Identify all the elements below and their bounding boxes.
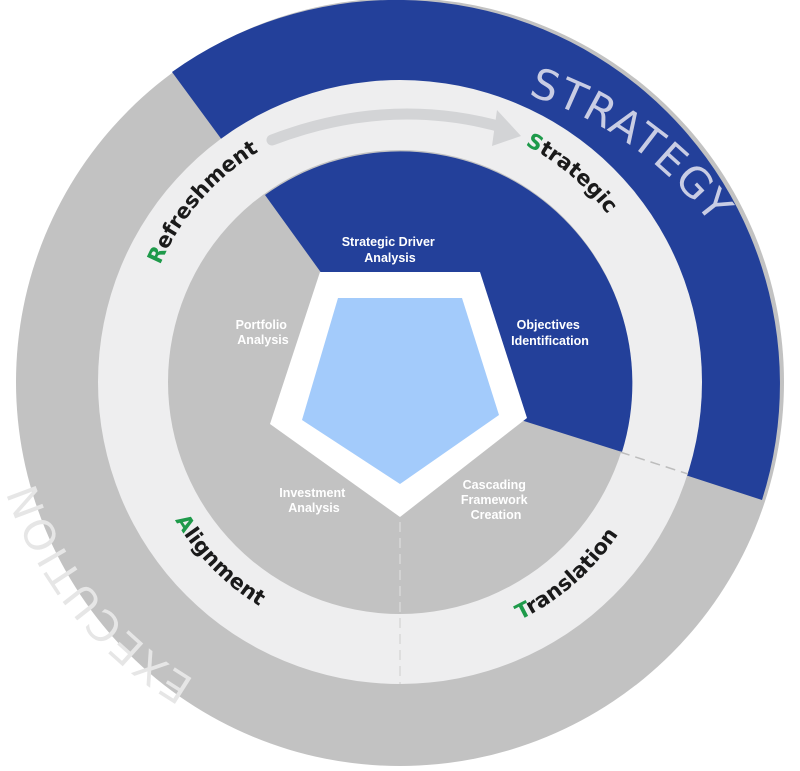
segment-strategic-driver-line1: Strategic Driver xyxy=(342,235,435,249)
segment-strategic-driver-line2: Analysis xyxy=(364,251,415,265)
segment-strategic-driver-analysis: Strategic Driver Analysis xyxy=(342,235,439,265)
segment-portfolio-line1: Portfolio xyxy=(236,318,288,332)
segment-objectives-line1: Objectives xyxy=(517,318,580,332)
segment-portfolio-analysis: Portfolio Analysis xyxy=(236,318,291,347)
cycle-arrow-head xyxy=(492,110,521,146)
segment-objectives-line2: Identification xyxy=(511,334,589,348)
segment-objectives-identification: Objectives Identification xyxy=(511,318,589,348)
divider-dashed-right xyxy=(619,451,689,475)
segment-cascading-line3: Creation xyxy=(471,508,522,522)
cycle-arrow xyxy=(266,108,511,146)
segment-cascading-framework-creation: Cascading Framework Creation xyxy=(461,478,531,522)
segment-portfolio-line2: Analysis xyxy=(237,333,288,347)
segment-investment-analysis: Investment Analysis xyxy=(279,486,348,515)
segment-cascading-line2: Framework xyxy=(461,493,528,507)
segment-cascading-line1: Cascading xyxy=(463,478,526,492)
segment-investment-line1: Investment xyxy=(279,486,346,500)
segment-investment-line2: Analysis xyxy=(288,501,339,515)
center-pentagon xyxy=(302,298,499,484)
